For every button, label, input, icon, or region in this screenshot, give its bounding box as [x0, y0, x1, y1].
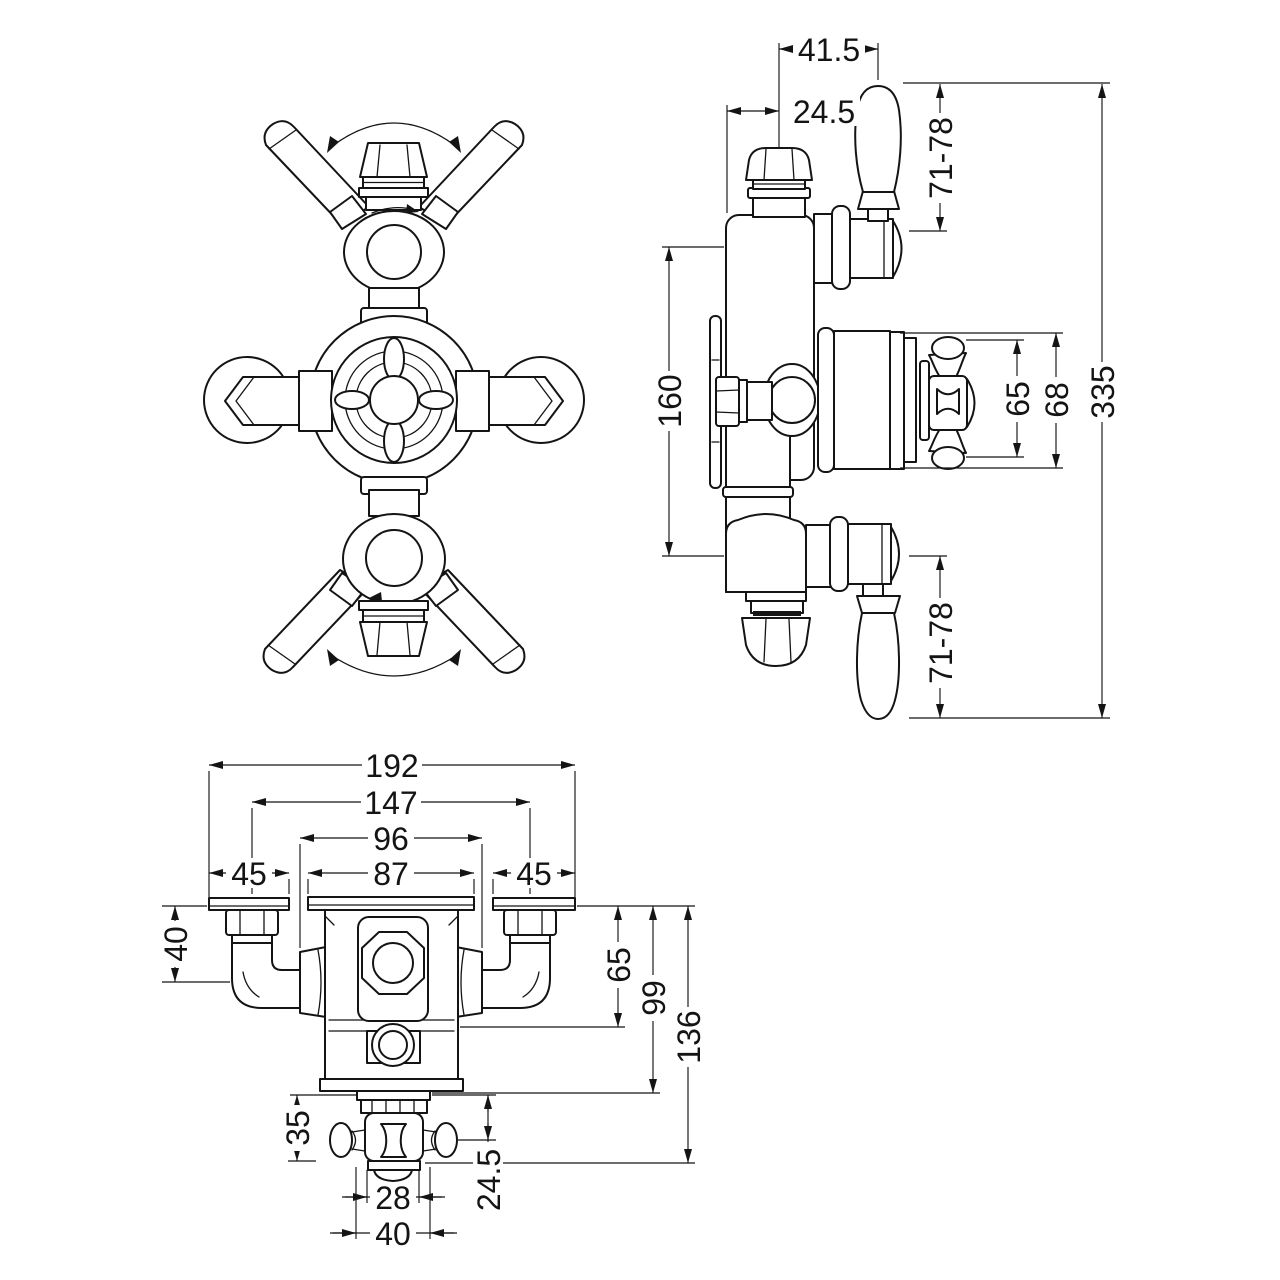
plan-temperature-crosshead	[329, 1090, 458, 1182]
dim-bottom-lever-travel: 71-78	[909, 555, 959, 718]
dim-handle-height-label: 65	[1000, 381, 1036, 417]
dim-inlet-spacing-label: 160	[652, 374, 688, 427]
dim-hub-width-label: 28	[375, 1180, 411, 1216]
front-top-union	[358, 142, 429, 214]
dim-plate-width-left-label: 45	[231, 856, 267, 892]
front-bottom-crosshead-handle	[262, 569, 526, 674]
front-view	[203, 120, 585, 677]
dim-handle-depth-label: 35	[280, 1110, 316, 1146]
dim-depth-to-collar: 99	[432, 906, 672, 1094]
dim-plate-drop-label: 40	[158, 926, 194, 962]
dim-body-face-width: 96	[299, 821, 483, 948]
dim-overall-width: 192	[208, 748, 576, 897]
dim-plate-width-right: 45	[492, 856, 575, 894]
dim-plate-width-right-label: 45	[516, 856, 552, 892]
dim-depth-to-outlet: 65	[460, 906, 637, 1028]
dim-inlet-centres-label: 147	[364, 785, 417, 821]
rotation-arc-bottom-icon	[327, 649, 461, 677]
dim-top-lever-travel-label: 71-78	[923, 117, 959, 199]
dim-overall-depth: 136	[425, 906, 707, 1164]
front-pipe-bottom	[360, 476, 428, 517]
dim-overall-width-label: 192	[365, 748, 418, 784]
dim-plate-width-left: 45	[209, 856, 290, 894]
side-thermostat-cartridge	[817, 327, 930, 473]
dim-cartridge-height: 68	[900, 332, 1075, 469]
plan-view: 192 147 96 87	[158, 748, 707, 1252]
dim-overall-height: 335	[909, 84, 1121, 719]
dim-hub-width: 28	[342, 1170, 445, 1216]
side-bottom-diverter-valve	[805, 516, 900, 592]
front-temperature-dial	[330, 336, 458, 464]
dim-handle-centre-depth: 24.5	[432, 1094, 507, 1218]
dim-overall-height-label: 335	[1085, 365, 1121, 418]
dim-overall-depth-label: 136	[671, 1010, 707, 1063]
side-temperature-crosshead	[928, 336, 976, 470]
dim-depth-to-outlet-label: 65	[601, 947, 637, 983]
side-dimensions: 41.5 24.5 71-78 16	[652, 32, 1121, 719]
dim-body-face-width-label: 96	[373, 821, 409, 857]
dim-handle-base-width-label: 40	[375, 1216, 411, 1252]
dim-lever-offset: 41.5	[778, 32, 879, 148]
side-top-lever-handle	[854, 85, 902, 222]
dim-inlet-spacing: 160	[652, 246, 724, 557]
side-bottom-union-nut	[741, 591, 811, 667]
dim-handle-base-width: 40	[330, 1167, 457, 1252]
front-top-escutcheon	[343, 210, 445, 294]
plan-wall-plates	[208, 896, 576, 911]
dim-depth-to-collar-label: 99	[636, 980, 672, 1016]
front-left-lever	[203, 356, 333, 444]
side-bottom-lever-handle	[856, 583, 901, 720]
dim-plate-span: 87	[307, 856, 475, 894]
side-outlet-port	[715, 363, 821, 437]
plan-valve-body	[319, 909, 464, 1092]
front-bottom-union	[358, 600, 429, 657]
dim-handle-depth: 35	[280, 1094, 357, 1162]
rotation-arc-top-icon	[327, 122, 461, 153]
dim-handle-centre-depth-label: 24.5	[471, 1149, 507, 1211]
dim-handle-height: 65	[966, 339, 1036, 458]
dim-wall-to-centre-label: 24.5	[793, 94, 855, 130]
dim-lever-offset-label: 41.5	[798, 32, 860, 68]
side-view: 41.5 24.5 71-78 16	[652, 32, 1121, 720]
dim-top-lever-travel: 71-78	[903, 82, 1110, 232]
dim-cartridge-height-label: 68	[1039, 382, 1075, 418]
dim-plate-drop: 40	[158, 905, 230, 983]
plan-left-inlet	[225, 909, 327, 1018]
plan-dimensions: 192 147 96 87	[158, 748, 707, 1252]
front-bottom-escutcheon	[342, 513, 446, 605]
side-top-diverter-valve	[813, 205, 903, 290]
dim-bottom-lever-travel-label: 71-78	[923, 602, 959, 684]
front-top-crosshead-handle	[263, 120, 525, 230]
side-top-union-nut	[745, 147, 813, 218]
dim-wall-to-centre: 24.5	[726, 94, 860, 213]
dim-plate-span-label: 87	[373, 856, 409, 892]
plan-right-inlet	[455, 909, 557, 1018]
front-right-lever	[455, 356, 585, 444]
